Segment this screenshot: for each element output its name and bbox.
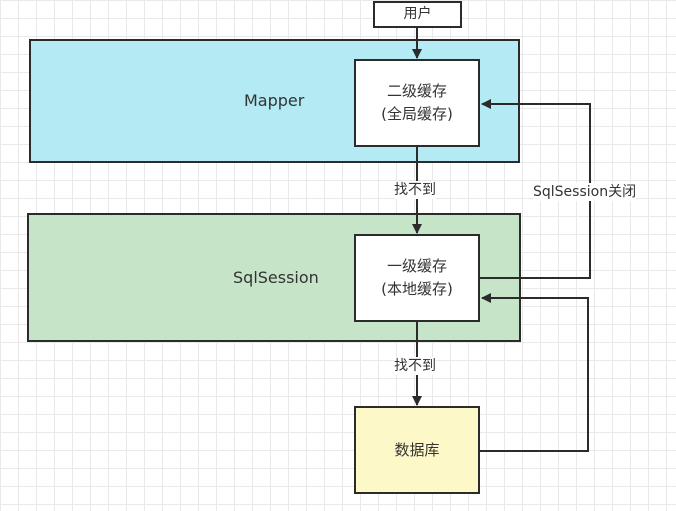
second-level-cache-subtitle: (全局缓存) xyxy=(381,105,453,123)
edge-label-miss-2: 找不到 xyxy=(394,357,436,375)
second-level-cache-title: 二级缓存 xyxy=(386,82,447,100)
edge-label-session-close: SqlSession关闭 xyxy=(533,183,637,201)
second-level-cache-node: 二级缓存 (全局缓存) xyxy=(354,59,480,147)
edge-db-to-l1 xyxy=(480,293,589,452)
edge-label-miss-1: 找不到 xyxy=(394,181,436,199)
user-node: 用户 xyxy=(373,1,462,28)
first-level-cache-subtitle: (本地缓存) xyxy=(381,280,453,298)
sqlsession-label: SqlSession xyxy=(233,268,319,287)
database-node: 数据库 xyxy=(354,406,480,494)
mapper-label: Mapper xyxy=(244,91,305,110)
user-node-label: 用户 xyxy=(403,6,432,22)
first-level-cache-node: 一级缓存 (本地缓存) xyxy=(354,234,480,322)
database-node-label: 数据库 xyxy=(394,440,440,459)
first-level-cache-title: 一级缓存 xyxy=(386,257,447,275)
